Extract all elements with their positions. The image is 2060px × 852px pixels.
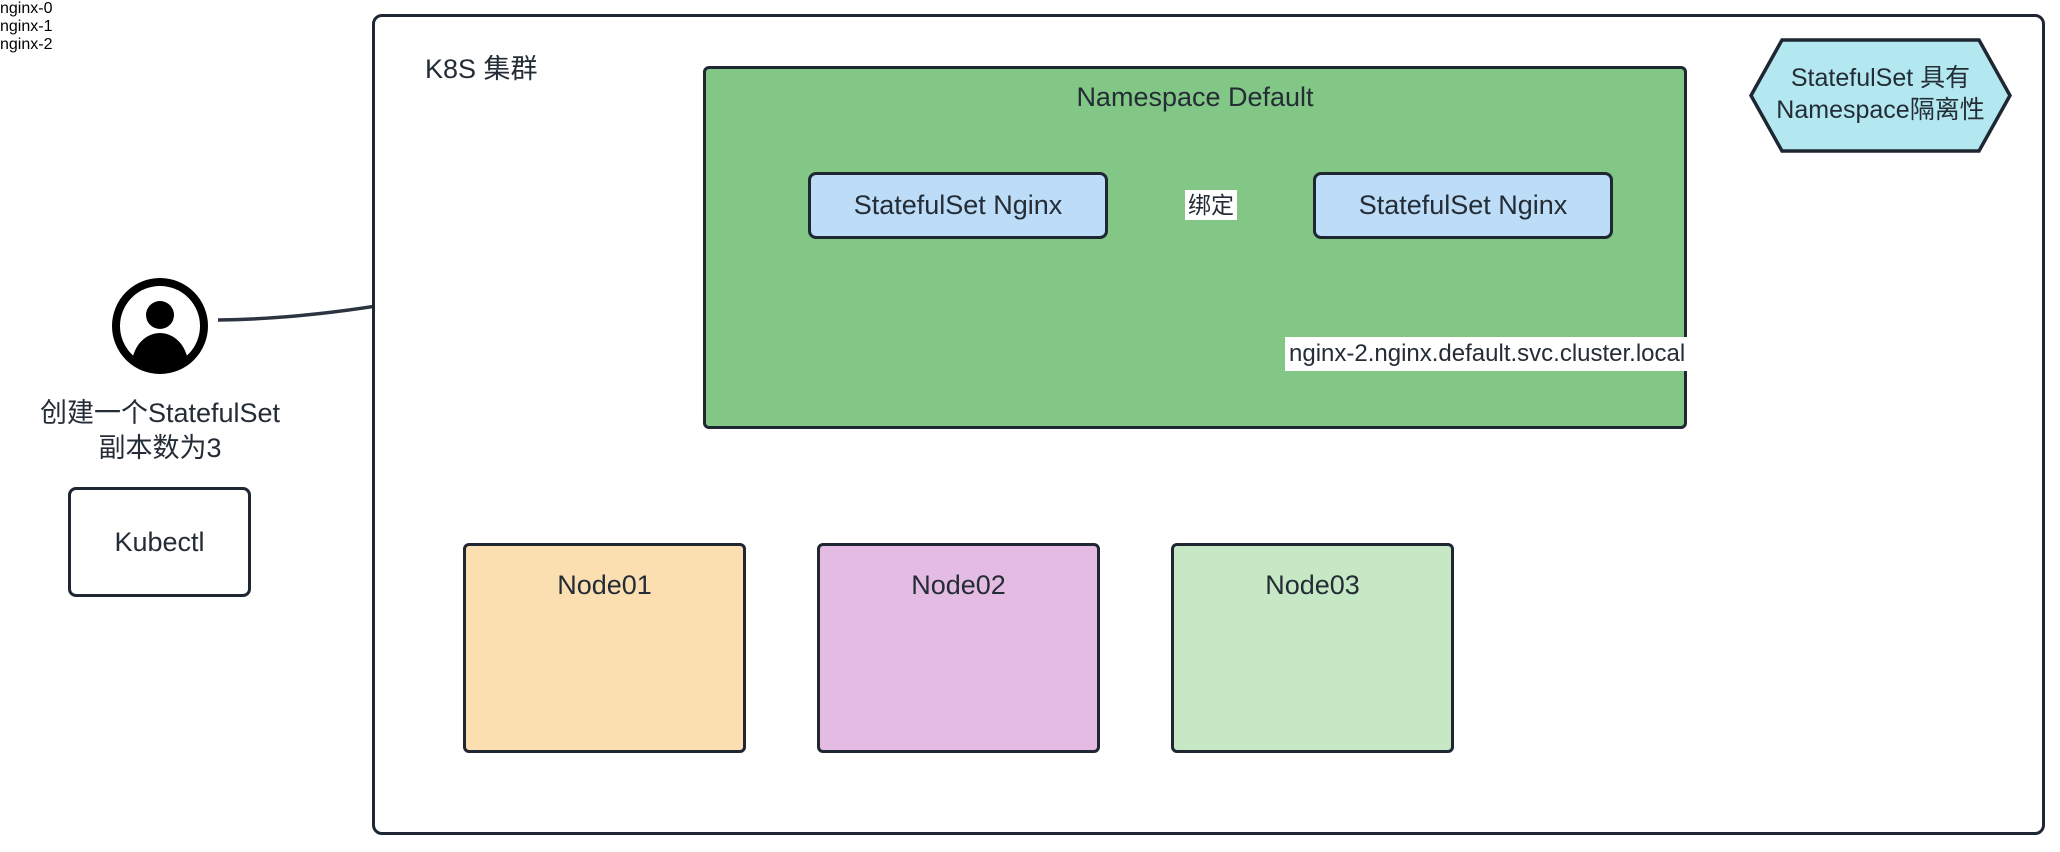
node02-box[interactable]: [817, 543, 1100, 753]
actor-caption: 创建一个StatefulSet 副本数为3: [39, 398, 281, 463]
kubectl-box[interactable]: Kubectl: [68, 487, 251, 597]
node03-title: Node03: [1265, 570, 1360, 600]
pod-nginx-2[interactable]: nginx-2: [0, 36, 53, 53]
pod-dns-name-label: nginx-2.nginx.default.svc.cluster.local: [1285, 337, 1690, 371]
node02-title: Node02: [911, 570, 1006, 600]
k8s-cluster-label: K8S 集群: [425, 54, 538, 84]
node01-title: Node01: [557, 570, 652, 600]
note-text: StatefulSet 具有 Namespace隔离性: [1776, 64, 1985, 124]
node03-box[interactable]: [1171, 543, 1454, 753]
namespace-default-label: Namespace Default: [1076, 82, 1314, 112]
user-icon: [112, 278, 208, 374]
statefulset-nginx-box-2[interactable]: StatefulSet Nginx: [1313, 172, 1613, 239]
note-hexagon: [1748, 38, 2013, 153]
namespace-default-box: [703, 66, 1687, 429]
statefulset-nginx-box-1[interactable]: StatefulSet Nginx: [808, 172, 1108, 239]
pod-nginx-1[interactable]: nginx-1: [0, 18, 53, 35]
pod-nginx-0[interactable]: nginx-0: [0, 0, 53, 17]
bind-edge-label: 绑定: [1185, 190, 1237, 221]
node01-box[interactable]: [463, 543, 746, 753]
